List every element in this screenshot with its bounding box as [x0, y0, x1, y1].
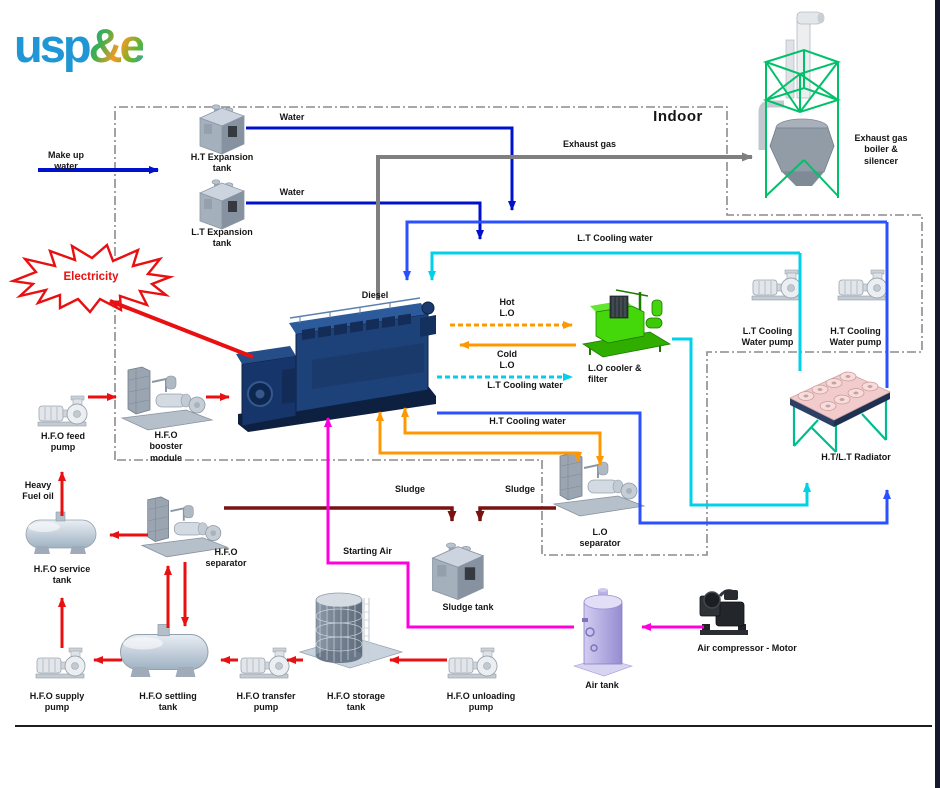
radiator-image: [789, 371, 891, 453]
diesel-engine-image: [236, 297, 436, 432]
flow-sludge-lo: [475, 506, 556, 522]
exhaust-boiler-image: [758, 11, 842, 198]
air-compressor-image: [699, 589, 748, 635]
flow-water-ht: [246, 126, 516, 211]
uspe-logo: usp&e: [14, 19, 146, 72]
air-tank-image: [572, 588, 634, 677]
sludge-tank-image: [432, 542, 484, 601]
hfo-supply-pump-image: [35, 647, 86, 679]
hfo-feed-pump-image: [37, 395, 88, 427]
ht-expansion-tank-image: [199, 104, 245, 155]
lo-cooler-image: [581, 289, 672, 358]
hfo-transfer-pump-image: [239, 647, 290, 679]
hfo-unloading-pump-image: [447, 647, 498, 679]
lt-cooling-pump-image: [751, 269, 802, 301]
flow-exhaust-gas: [376, 152, 753, 300]
flow-lt-cooling-cooler-loop: [672, 337, 811, 507]
hfo-settling-tank-image: [119, 623, 209, 678]
hfo-storage-tank-image: [298, 592, 404, 669]
right-frame-edge: [935, 0, 940, 788]
flow-sludge-hfo: [224, 506, 457, 522]
hfo-separator-image: [141, 496, 229, 558]
logo-usp-text: usp: [14, 19, 92, 72]
indoor-boundary: [114, 106, 923, 556]
electricity-star: [8, 242, 175, 314]
lt-expansion-tank-image: [199, 179, 245, 230]
hfo-booster-module-image: [121, 366, 213, 431]
flow-starting-air: [324, 417, 574, 629]
logo-ampe-text: &e: [88, 19, 146, 72]
ht-cooling-pump-image: [837, 269, 888, 301]
flow-lo-separator-2: [376, 411, 582, 462]
flow-ht-cooling-supply: [403, 220, 887, 281]
flow-electricity: [109, 299, 254, 359]
hfo-service-tank-image: [25, 511, 97, 555]
flow-water-lt: [246, 201, 484, 240]
flow-lt-cooling-supply: [428, 251, 800, 281]
